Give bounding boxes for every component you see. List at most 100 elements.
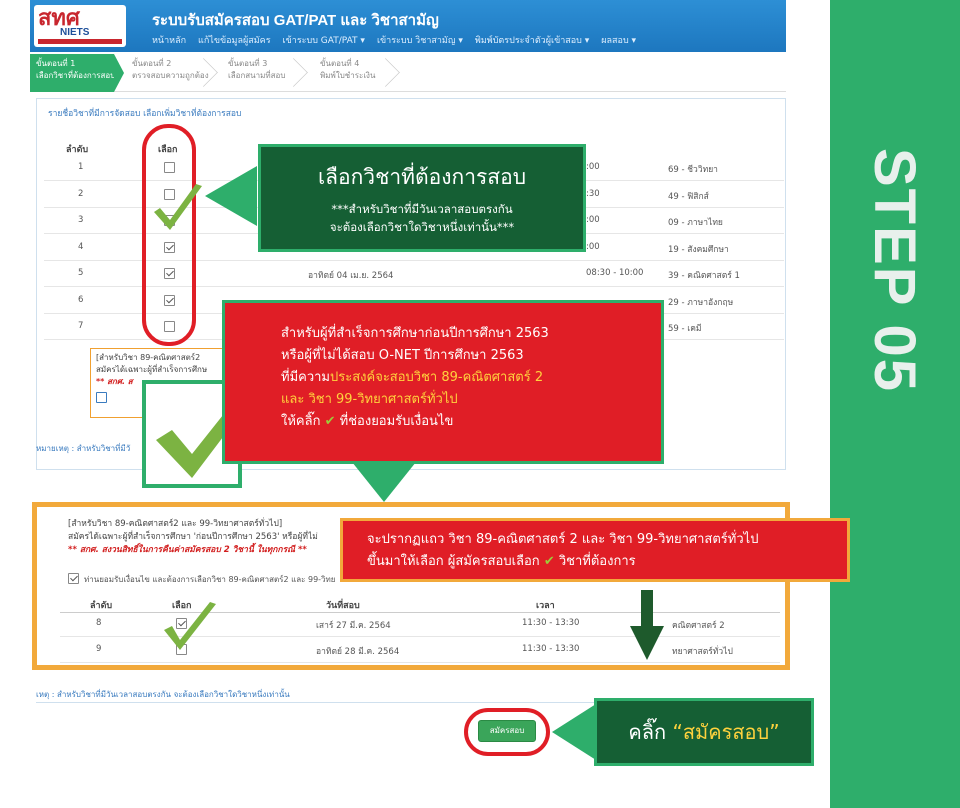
row-subject: 59 - เคมี [668,324,702,334]
row-checkbox[interactable] [164,268,175,279]
col-select: เลือก [158,145,178,155]
logo-text: สทศ [38,5,80,30]
arrow-down-icon [352,462,416,502]
callout-condition-line-5b: ที่ช่องยอมรับเงื่อนไข [339,414,454,429]
step-1: ขั้นตอนที่ 1 เลือกวิชาที่ต้องการสอบ [30,54,124,92]
p2-note-line-3: ** สกศ. สงวนสิทธิ์ในการคืนค่าสมัครสอบ 2 … [68,545,307,555]
row-no: 2 [78,189,84,199]
p2-row-time: 11:30 - 13:30 [522,644,580,654]
step-4: ขั้นตอนที่ 4 พิมพ์ใบชำระเงิน [314,54,394,92]
bottom-divider [36,702,786,703]
row-checkbox[interactable] [164,189,175,200]
step-1-sub: เลือกวิชาที่ต้องการสอบ [36,71,116,80]
step-2: ขั้นตอนที่ 2 ตรวจสอบความถูกต้อง [126,54,212,92]
p2-col-time: เวลา [536,601,555,611]
p2-row-time: 11:30 - 13:30 [522,618,580,628]
callout-condition-line-5: ให้คลิ๊ก ✔ ที่ช่องยอมรับเงื่อนไข [281,411,661,433]
row-subject: 49 - ฟิสิกส์ [668,192,709,202]
callout-appear-line-2b: วิชาที่ต้องการ [558,554,636,569]
row-checkbox[interactable] [164,295,175,306]
row-subject: 09 - ภาษาไทย [668,218,723,228]
callout-appear-line-1: จะปรากฏแถว วิชา 89-คณิตศาสตร์ 2 และ วิชา… [367,532,759,547]
step-3-title: ขั้นตอนที่ 3 [228,59,268,68]
stepper: ขั้นตอนที่ 1 เลือกวิชาที่ต้องการสอบ ขั้น… [30,54,786,92]
row-no: 3 [78,215,84,225]
note-line-3: ** สกศ. ส [96,377,133,386]
row-subject: 29 - ภาษาอังกฤษ [668,298,734,308]
arrow-left-icon [205,166,257,226]
p2-row-no: 8 [96,618,102,628]
accept-checkbox-checked[interactable] [68,573,79,584]
small-checkmark-icon-2: ✔ [543,554,555,569]
row-time: :00 [586,215,600,225]
step-1-title: ขั้นตอนที่ 1 [36,59,76,68]
step-3-sub: เลือกสนามที่สอบ [228,71,286,80]
row-checkbox[interactable] [164,162,175,173]
p2-note-line-1: [สำหรับวิชา 89-คณิตศาสตร์2 และ 99-วิทยาศ… [68,519,283,529]
row-time: :00 [586,242,600,252]
row-checkbox[interactable] [164,242,175,253]
p2-row-date: อาทิตย์ 28 มี.ค. 2564 [316,647,400,657]
callout-appear-line-2: ขึ้นมาให้เลือก ผู้สมัครสอบเลือก ✔ วิชาที… [367,551,847,573]
p2-row-date: เสาร์ 27 มี.ค. 2564 [316,621,391,631]
arrow-left-icon-2 [552,704,596,760]
step-band [830,0,960,808]
row-no: 5 [78,268,84,278]
main-nav: หน้าหลัก แก้ไขข้อมูลผู้สมัคร เข้าระบบ GA… [152,33,636,47]
p2-header-divider [60,612,780,613]
accept-row: ท่านยอมรับเงื่อนไข และต้องการเลือกวิชา 8… [68,572,368,586]
p2-row-checkbox[interactable] [176,618,187,629]
small-checkmark-icon: ✔ [324,414,336,429]
submit-highlight [464,708,550,756]
col-no: ลำดับ [66,145,89,155]
callout-condition-line-3: ที่มีความประสงค์จะสอบวิชา 89-คณิตศาสตร์ … [281,367,661,389]
remark-1: หมายเหตุ : สำหรับวิชาที่มีวั [36,444,131,453]
step-2-sub: ตรวจสอบความถูกต้อง [132,71,209,80]
callout-condition-line-4: และ วิชา 99-วิทยาศาสตร์ทั่วไป [281,392,458,407]
niets-logo[interactable]: สทศ NIETS [34,5,126,47]
row-divider [44,286,784,287]
row-subject: 39 - คณิตศาสตร์ 1 [668,271,740,281]
callout-appear: จะปรากฏแถว วิชา 89-คณิตศาสตร์ 2 และ วิชา… [340,518,850,582]
p2-row-subject: ทยาศาสตร์ทั่วไป [672,647,733,657]
row-time: :30 [586,189,600,199]
select-column-highlight [142,124,196,346]
row-no: 6 [78,295,84,305]
logo-sub: NIETS [60,27,90,38]
callout-appear-line-2a: ขึ้นมาให้เลือก ผู้สมัครสอบเลือก [367,554,540,569]
nav-print-card[interactable]: พิมพ์บัตรประจำตัวผู้เข้าสอบ ▾ [474,36,590,46]
accept-label: ท่านยอมรับเงื่อนไข และต้องการเลือกวิชา 8… [84,575,336,584]
callout-condition-line-3a: ที่มีความ [281,370,331,385]
callout-click-prefix: คลิ๊ก [628,720,667,744]
nav-results[interactable]: ผลสอบ ▾ [601,36,637,46]
callout-select-subject: เลือกวิชาที่ต้องการสอบ ***สำหรับวิชาที่ม… [258,144,586,252]
callout-click-quoted: “สมัครสอบ” [672,720,780,744]
callout-click-submit: คลิ๊ก “สมัครสอบ” [594,698,814,766]
row-time: :00 [586,162,600,172]
app-title: ระบบรับสมัครสอบ GAT/PAT และ วิชาสามัญ [152,12,439,29]
callout-condition-line-5a: ให้คลิ๊ก [281,414,321,429]
accept-checkbox[interactable] [96,392,107,403]
p2-row-subject: คณิตศาสตร์ 2 [672,621,725,631]
nav-common-subjects[interactable]: เข้าระบบ วิชาสามัญ ▾ [376,36,463,46]
callout-condition-line-1: สำหรับผู้ที่สำเร็จการศึกษาก่อนปีการศึกษา… [281,326,549,341]
callout-condition: สำหรับผู้ที่สำเร็จการศึกษาก่อนปีการศึกษา… [222,300,664,464]
p2-note-line-2: สมัครได้เฉพาะผู้ที่สำเร็จการศึกษา 'ก่อนป… [68,532,318,542]
p2-row-no: 9 [96,644,102,654]
row-divider [44,260,784,261]
row-date: อาทิตย์ 04 เม.ย. 2564 [308,271,394,281]
callout-select-line-1: ***สำหรับวิชาที่มีวันเวลาสอบตรงกัน [331,202,513,216]
checkmark-icon-2 [164,602,216,650]
row-subject: 69 - ชีววิทยา [668,165,718,175]
p2-row-divider [60,636,780,637]
nav-gatpat[interactable]: เข้าระบบ GAT/PAT ▾ [282,36,365,46]
step-badge: STEP 05 [862,147,928,393]
step-4-title: ขั้นตอนที่ 4 [320,59,360,68]
row-no: 4 [78,242,84,252]
nav-edit-profile[interactable]: แก้ไขข้อมูลผู้สมัคร [198,36,271,46]
step-arrow [114,54,124,92]
nav-home[interactable]: หน้าหลัก [152,36,187,46]
submit-button[interactable]: สมัครสอบ [478,720,536,742]
step-4-sub: พิมพ์ใบชำระเงิน [320,71,376,80]
step-3: ขั้นตอนที่ 3 เลือกสนามที่สอบ [222,54,302,92]
